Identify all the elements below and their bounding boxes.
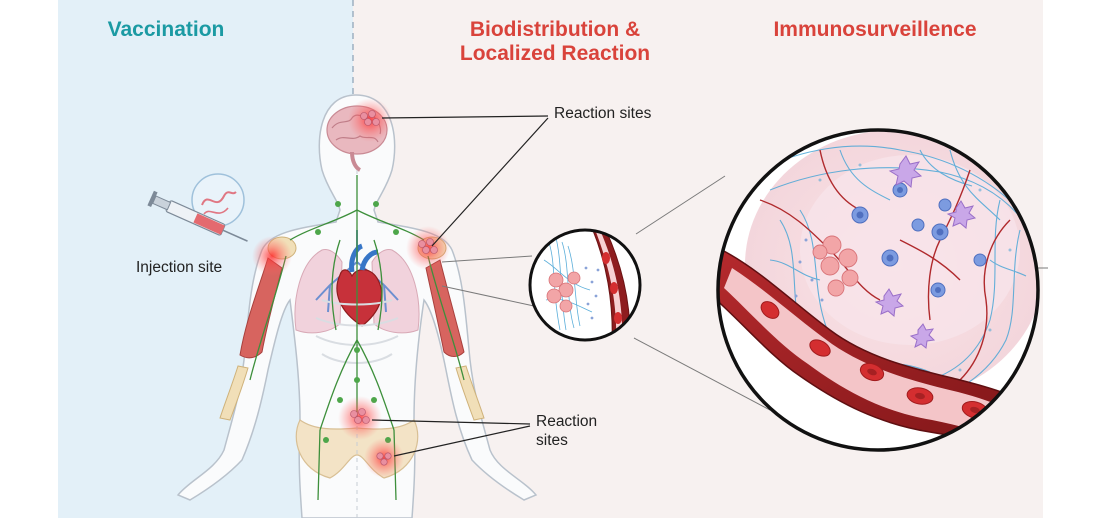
large-zoom-circle (716, 128, 1040, 452)
reaction-glows (252, 98, 450, 478)
heading-biodistribution-line2: Localized Reaction (459, 42, 651, 65)
label-reaction-sites-lower-line1: Reaction (536, 413, 598, 430)
callout-lines-lower (371, 419, 531, 457)
label-reaction-sites-lower-line2: sites (536, 432, 568, 449)
heart (336, 269, 383, 327)
right-lung (371, 249, 420, 334)
immune-cells (794, 155, 987, 349)
zoom-connectors (441, 175, 1048, 411)
label-reaction-sites-upper: Reaction sites (554, 105, 652, 122)
label-reaction-sites-lower: Reaction sites (536, 412, 597, 450)
callout-lines-upper (381, 115, 549, 247)
forearm-bone-left (219, 365, 249, 421)
heading-immunosurveillence: Immunosurveillence (773, 18, 977, 41)
heading-biodistribution: Biodistribution & Localized Reaction (430, 18, 680, 66)
heading-biodistribution-line1: Biodistribution & (469, 18, 641, 41)
label-injection-site: Injection site (136, 259, 223, 276)
syringe-icon (147, 173, 248, 242)
small-zoom-circle (528, 228, 642, 342)
forearm-bone-right (455, 365, 485, 421)
left-lung (294, 249, 343, 334)
heading-vaccination: Vaccination (107, 18, 225, 41)
